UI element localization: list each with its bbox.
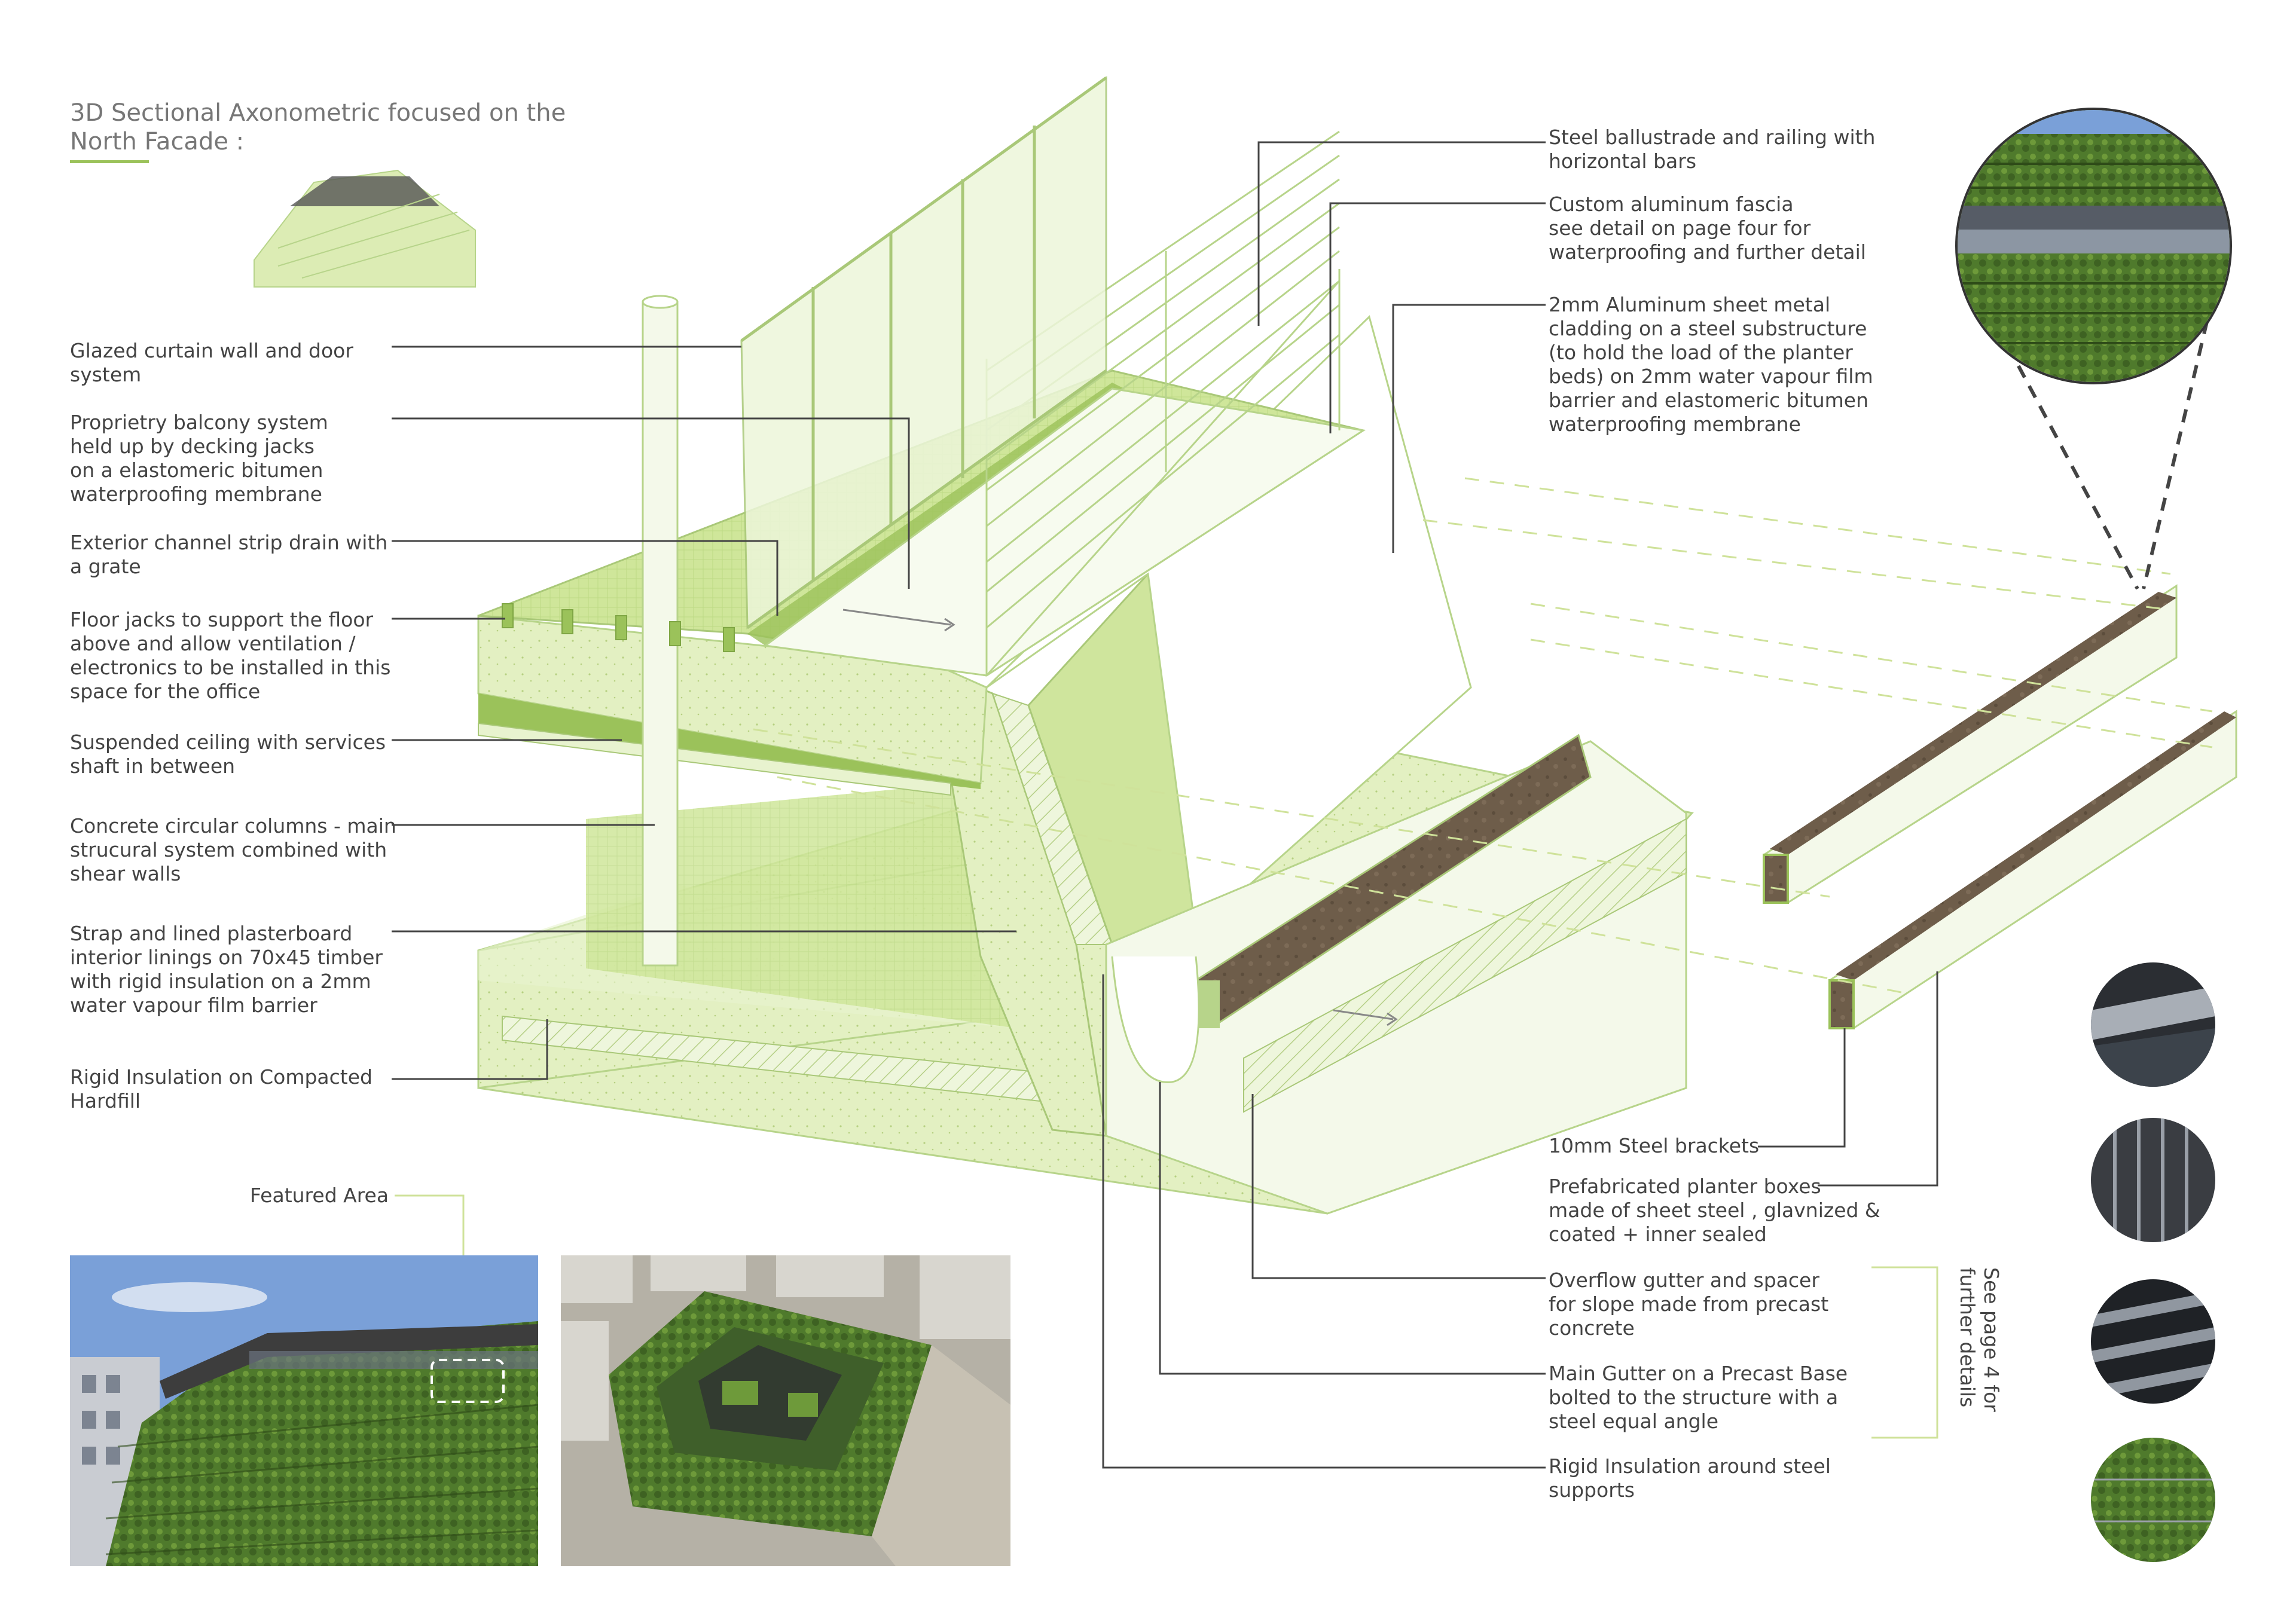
circle-photo-greenery — [2091, 1438, 2215, 1562]
title-underline — [70, 160, 149, 163]
circle-photo-brackets — [2091, 1279, 2215, 1404]
label-planter-boxes: Prefabricated planter boxes made of shee… — [1549, 1175, 1880, 1246]
label-floor-jacks: Floor jacks to support the floor above a… — [70, 608, 391, 703]
label-aluminum-fascia: Custom aluminum fascia see detail on pag… — [1549, 192, 1866, 264]
label-concrete-columns: Concrete circular columns - main strucur… — [70, 814, 396, 885]
label-aluminum-cladding: 2mm Aluminum sheet metal cladding on a s… — [1549, 293, 1873, 436]
see-page-note: See page 4 for further details — [1956, 1267, 2015, 1423]
circle-photo-fascia — [2091, 962, 2215, 1087]
page-title: 3D Sectional Axonometric focused on the … — [70, 99, 566, 155]
label-plasterboard-linings: Strap and lined plasterboard interior li… — [70, 922, 383, 1017]
label-suspended-ceiling: Suspended ceiling with services shaft in… — [70, 730, 386, 778]
label-steel-ballustrade: Steel ballustrade and railing with horiz… — [1549, 126, 1876, 173]
photo-aerial-view — [561, 1255, 1010, 1566]
photo-facade-closeup — [70, 1255, 538, 1566]
label-steel-brackets: 10mm Steel brackets — [1549, 1134, 1760, 1157]
label-balcony-system: Proprietry balcony system held up by dec… — [70, 411, 328, 506]
featured-area-label: Featured Area — [250, 1184, 389, 1207]
label-rigid-insulation-hardfill: Rigid Insulation on Compacted Hardfill — [70, 1065, 373, 1112]
label-main-gutter: Main Gutter on a Precast Base bolted to … — [1549, 1362, 1848, 1433]
label-overflow-gutter: Overflow gutter and spacer for slope mad… — [1549, 1269, 1829, 1340]
label-channel-drain: Exterior channel strip drain with a grat… — [70, 531, 388, 578]
see-page-text: See page 4 for further details — [1956, 1267, 2003, 1412]
circle-photo-railing — [2091, 1118, 2215, 1242]
label-glazed-curtain-wall: Glazed curtain wall and door system — [70, 339, 353, 386]
thumbnail-axonometric — [254, 169, 476, 288]
label-rigid-insulation-steel: Rigid Insulation around steel supports — [1549, 1454, 1831, 1502]
circle-photo-planters — [1955, 108, 2232, 384]
